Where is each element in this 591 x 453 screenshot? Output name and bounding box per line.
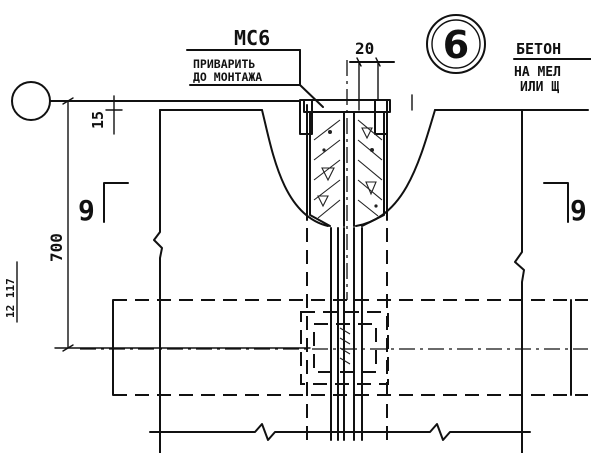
dim-20-label: 20 bbox=[355, 39, 374, 58]
mark-label: МС6 bbox=[234, 26, 270, 50]
node-number: 6 bbox=[443, 23, 469, 67]
bottom-break-line bbox=[149, 423, 531, 441]
weld-note-line-1: ПРИВАРИТЬ bbox=[193, 57, 255, 71]
dim-15-label: 15 bbox=[89, 111, 107, 129]
section-mark-left: 9 bbox=[78, 182, 129, 227]
dimension-700: 700 bbox=[47, 97, 311, 352]
dimension-left-rotated: 12 117 bbox=[4, 261, 18, 323]
note-line-2: НА МЕЛ bbox=[514, 65, 561, 80]
axis-bubble bbox=[11, 81, 51, 121]
node-marker: 6 bbox=[426, 14, 486, 74]
dimension-20: 20 bbox=[349, 39, 395, 111]
weld-note-line-2: ДО МОНТАЖА bbox=[193, 70, 262, 84]
column-members bbox=[299, 99, 391, 227]
section-left-label: 9 bbox=[78, 194, 95, 227]
dimension-15: 15 bbox=[89, 95, 123, 135]
section-right-label: 9 bbox=[570, 194, 587, 227]
dim-rot-label: 12 117 bbox=[4, 278, 17, 318]
slab-left-outline bbox=[153, 109, 163, 453]
concrete-note: БЕТОН НА МЕЛ ИЛИ Щ bbox=[513, 40, 591, 95]
concrete-hatching bbox=[313, 119, 383, 219]
note-line-3: ИЛИ Щ bbox=[520, 80, 559, 95]
weld-marks bbox=[339, 327, 351, 365]
dim-700-label: 700 bbox=[47, 233, 66, 262]
section-mark-right: 9 bbox=[543, 182, 587, 227]
slab-right-outline bbox=[514, 109, 525, 453]
note-line-1: БЕТОН bbox=[516, 40, 561, 58]
hidden-lines bbox=[112, 227, 588, 441]
grout-pocket bbox=[261, 109, 436, 227]
weld-callout: МС6 ПРИВАРИТЬ ДО МОНТАЖА bbox=[186, 26, 324, 108]
